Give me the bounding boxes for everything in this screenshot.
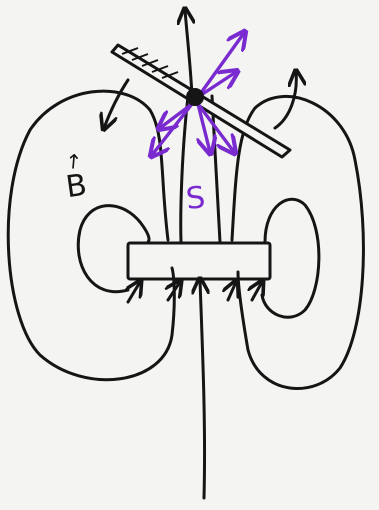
field-label-b: B	[64, 168, 89, 206]
field-line-top-arrow	[185, 10, 192, 95]
force-arrow-up-right	[198, 33, 244, 97]
arrow-curve-right	[275, 72, 296, 128]
arrow-under-right-outer	[252, 282, 262, 300]
surface-label-s: S	[184, 180, 207, 217]
arrow-under-left-outer	[128, 282, 140, 302]
force-arrow-right	[198, 72, 236, 97]
surface-rectangle	[128, 243, 270, 279]
pivot-point	[186, 88, 204, 106]
field-line-center	[200, 280, 205, 498]
arrow-curve-left	[104, 80, 128, 128]
arrow-under-right-inner	[228, 282, 236, 300]
